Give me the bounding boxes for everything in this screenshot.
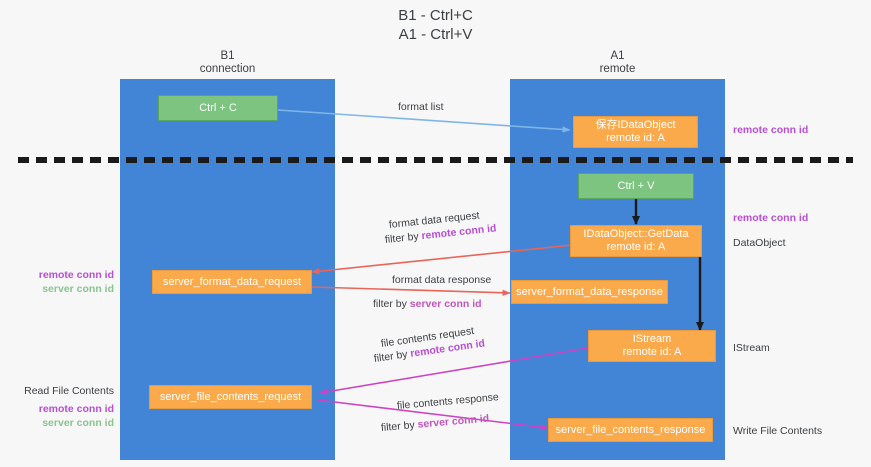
filter-key-server-conn-id: server conn id [417,412,490,431]
left-label-file-keys: remote conn id server conn id [18,402,114,430]
box-getdata-line1: IDataObject::GetData [583,228,689,240]
title-line-2: A1 - Ctrl+V [398,26,473,43]
left-label-file-server-conn-id: server conn id [42,417,114,429]
box-ctrl-c-label: Ctrl + C [199,101,237,114]
right-label-write-file-contents: Write File Contents [733,425,823,437]
box-server-file-contents-response[interactable]: server_file_contents_response [548,418,713,442]
box-server-format-data-request[interactable]: server_format_data_request [152,270,312,294]
left-label-read-file-contents-group: Read File Contents [10,384,114,398]
box-istream-line2: remote id: A [622,346,682,358]
edge-label-file-contents-response-filter: filter by server conn id [380,413,489,435]
filter-prefix: filter by [373,347,412,365]
box-server-format-data-request-label: server_format_data_request [162,275,302,288]
box-ctrl-v-label: Ctrl + V [617,179,655,192]
box-server-file-contents-request[interactable]: server_file_contents_request [149,385,312,409]
filter-prefix: filter by [384,230,423,246]
right-label-mid-remote-conn-id: remote conn id [733,212,809,224]
right-label-istream: IStream [733,342,770,354]
filter-key-server-conn-id: server conn id [409,298,482,310]
edge-label-format-list: format list [398,101,444,113]
box-save-dataobject-line2: remote id: A [606,132,665,144]
box-server-format-data-response[interactable]: server_format_data_response [511,280,668,304]
page-title: B1 - Ctrl+C A1 - Ctrl+V [0,6,871,44]
column-header-b1-line2: connection [199,63,256,75]
box-save-dataobject[interactable]: 保存IDataObject remote id: A [573,116,698,148]
box-server-file-contents-response-label: server_file_contents_response [555,423,706,436]
box-server-file-contents-request-label: server_file_contents_request [159,390,302,403]
right-label-dataobject: DataObject [733,237,786,249]
box-ctrl-v[interactable]: Ctrl + V [578,173,694,199]
filter-prefix: filter by [380,418,419,434]
column-header-b1-line1: B1 [220,50,235,62]
box-getdata-line2: remote id: A [606,241,666,253]
box-server-format-data-response-label: server_format_data_response [516,285,663,298]
edge-label-file-contents-response: file contents response [396,391,500,412]
arrow-format-data-response [311,286,511,296]
column-header-a1-line1: A1 [610,50,625,62]
box-istream[interactable]: IStream remote id: A [588,330,716,362]
filter-prefix: filter by [373,298,410,310]
column-header-a1-line2: remote [599,63,636,75]
left-label-read-file-contents: Read File Contents [24,385,114,397]
box-save-dataobject-line1: 保存IDataObject [595,119,676,131]
column-header-a1: A1 remote [510,50,725,76]
box-ctrl-c[interactable]: Ctrl + C [158,95,278,121]
left-label-server-conn-id: server conn id [42,283,114,295]
left-label-format-keys: remote conn id server conn id [18,268,114,296]
edge-label-format-data-response: format data response [392,274,492,286]
box-getdata[interactable]: IDataObject::GetData remote id: A [570,225,702,257]
edge-label-format-data-response-filter: filter by server conn id [373,298,482,311]
right-label-top-remote-conn-id: remote conn id [733,124,809,136]
left-label-remote-conn-id: remote conn id [38,269,114,281]
left-label-file-remote-conn-id: remote conn id [38,403,114,415]
title-line-1: B1 - Ctrl+C [398,7,473,24]
box-istream-line1: IStream [632,333,672,345]
column-header-b1: B1 connection [120,50,335,76]
